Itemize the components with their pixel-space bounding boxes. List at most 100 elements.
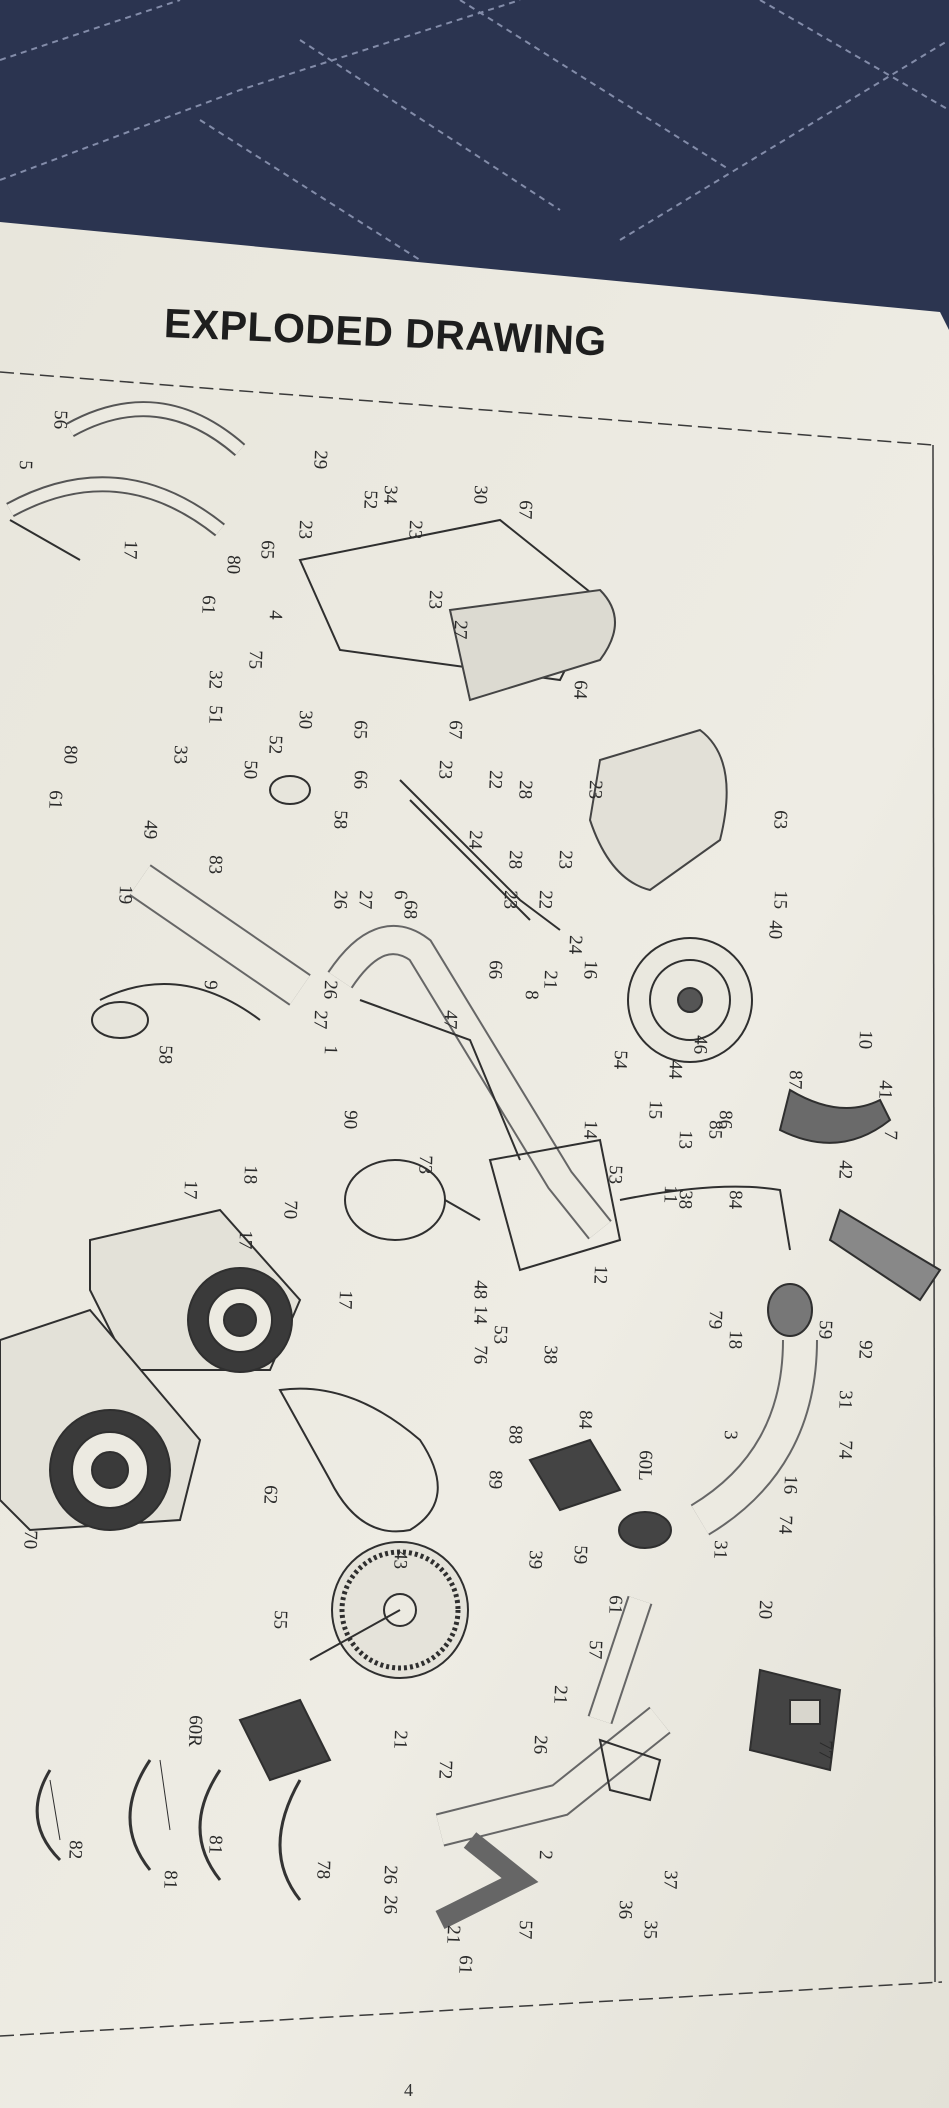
- backrest-pad: [448, 588, 616, 702]
- part-number-label: 52: [359, 490, 381, 510]
- part-number-label: 34: [379, 485, 401, 505]
- part-number-label: 22: [484, 770, 506, 790]
- part-number-label: 60R: [184, 1715, 206, 1748]
- part-number-label: 23: [554, 850, 576, 870]
- part-number-label: 61: [197, 595, 219, 615]
- part-number-label: 41: [874, 1080, 896, 1100]
- part-number-label: 76: [469, 1345, 491, 1365]
- part-number-label: 23: [584, 780, 606, 800]
- part-number-label: 90: [339, 1110, 361, 1130]
- part-number-label: 86: [714, 1110, 736, 1130]
- part-number-label: 61: [44, 790, 66, 810]
- part-number-label: 79: [704, 1310, 726, 1330]
- part-number-label: 21: [442, 1925, 464, 1945]
- seat-cushion: [588, 728, 728, 892]
- part-number-label: 24: [464, 830, 486, 850]
- part-number-label: 27: [449, 620, 471, 640]
- seat-rail: [399, 779, 561, 931]
- part-number-label: 31: [834, 1390, 856, 1410]
- end-cap: [91, 1001, 149, 1039]
- part-number-label: 26: [379, 1865, 401, 1885]
- part-number-label: 23: [424, 590, 446, 610]
- part-number-label: 16: [779, 1475, 801, 1495]
- part-number-label: 29: [309, 450, 331, 470]
- part-number-label: 2: [535, 1850, 556, 1860]
- part-number-label: 74: [774, 1515, 796, 1535]
- part-number-label: 38: [539, 1345, 561, 1365]
- part-number-label: 42: [834, 1160, 856, 1180]
- part-number-label: 21: [389, 1730, 411, 1750]
- part-number-label: 30: [469, 485, 491, 505]
- part-number-label: 67: [444, 720, 466, 740]
- part-number-label: 67: [514, 500, 536, 520]
- part-number-label: 88: [504, 1425, 526, 1445]
- part-number-label: 59: [814, 1320, 836, 1340]
- part-number-label: 3: [720, 1430, 741, 1440]
- part-number-label: 92: [854, 1340, 876, 1360]
- part-number-label: 27: [354, 890, 376, 910]
- part-number-label: 12: [589, 1265, 611, 1285]
- part-number-label: 39: [524, 1550, 546, 1570]
- part-number-label: 70: [19, 1530, 41, 1550]
- part-number-label: 81: [159, 1870, 181, 1890]
- part-number-label: 33: [169, 745, 191, 765]
- part-number-label: 9: [200, 980, 221, 990]
- part-number-label: 85: [704, 1120, 726, 1140]
- part-number-label: 89: [484, 1470, 506, 1490]
- part-number-label: 37: [659, 1870, 681, 1890]
- part-number-label: 32: [204, 670, 226, 690]
- part-number-label: 50: [239, 760, 261, 780]
- part-number-label: 20: [754, 1600, 776, 1620]
- part-number-label: 46: [689, 1035, 711, 1055]
- part-number-label: 19: [114, 885, 136, 905]
- page-number: 4: [404, 2080, 413, 2100]
- part-number-label: 23: [499, 890, 521, 910]
- part-number-label: 72: [434, 1760, 456, 1780]
- foam-grip: [618, 1511, 672, 1549]
- part-number-label: 77: [814, 1740, 836, 1760]
- part-number-label: 84: [724, 1190, 746, 1210]
- part-number-label: 21: [539, 970, 561, 990]
- part-number-label: 36: [614, 1900, 636, 1920]
- part-number-label: 44: [664, 1060, 686, 1080]
- part-number-label: 17: [334, 1290, 356, 1310]
- part-number-label: 54: [609, 1050, 631, 1070]
- part-number-label: 17: [234, 1230, 256, 1250]
- part-number-label: 14: [579, 1120, 601, 1140]
- part-number-label: 68: [399, 900, 421, 920]
- part-number-label: 65: [349, 720, 371, 740]
- part-number-label: 35: [639, 1920, 661, 1940]
- part-number-label: 61: [604, 1595, 626, 1615]
- part-number-label: 27: [309, 1010, 331, 1030]
- part-number-label: 47: [439, 1010, 461, 1030]
- part-number-label: 7: [880, 1130, 901, 1140]
- part-number-label: 13: [674, 1130, 696, 1150]
- part-number-label: 73: [414, 1155, 436, 1175]
- part-number-label: 80: [222, 555, 244, 575]
- part-number-label: 21: [549, 1685, 571, 1705]
- part-number-label: 64: [569, 680, 591, 700]
- part-number-label: 57: [514, 1920, 536, 1940]
- part-number-label: 66: [349, 770, 371, 790]
- magnet-bracket: [778, 1088, 892, 1144]
- part-number-label: 26: [319, 980, 341, 1000]
- part-number-label: 14: [469, 1305, 491, 1325]
- part-number-label: 15: [769, 890, 791, 910]
- part-number-label: 30: [294, 710, 316, 730]
- part-number-label: 84: [574, 1410, 596, 1430]
- foam-grip: [767, 1283, 813, 1337]
- part-number-label: 28: [504, 850, 526, 870]
- part-number-label: 24: [564, 935, 586, 955]
- leveler: [598, 1738, 662, 1802]
- part-number-label: 66: [484, 960, 506, 980]
- part-number-label: 62: [259, 1485, 281, 1505]
- part-number-label: 38: [674, 1190, 696, 1210]
- drive-belt: [278, 1387, 439, 1533]
- part-number-label: 81: [204, 1835, 226, 1855]
- part-number-label: 52: [264, 735, 286, 755]
- part-number-label: 26: [329, 890, 351, 910]
- part-number-label: 53: [604, 1165, 626, 1185]
- part-number-label: 74: [834, 1440, 856, 1460]
- part-number-label: 4: [265, 610, 286, 621]
